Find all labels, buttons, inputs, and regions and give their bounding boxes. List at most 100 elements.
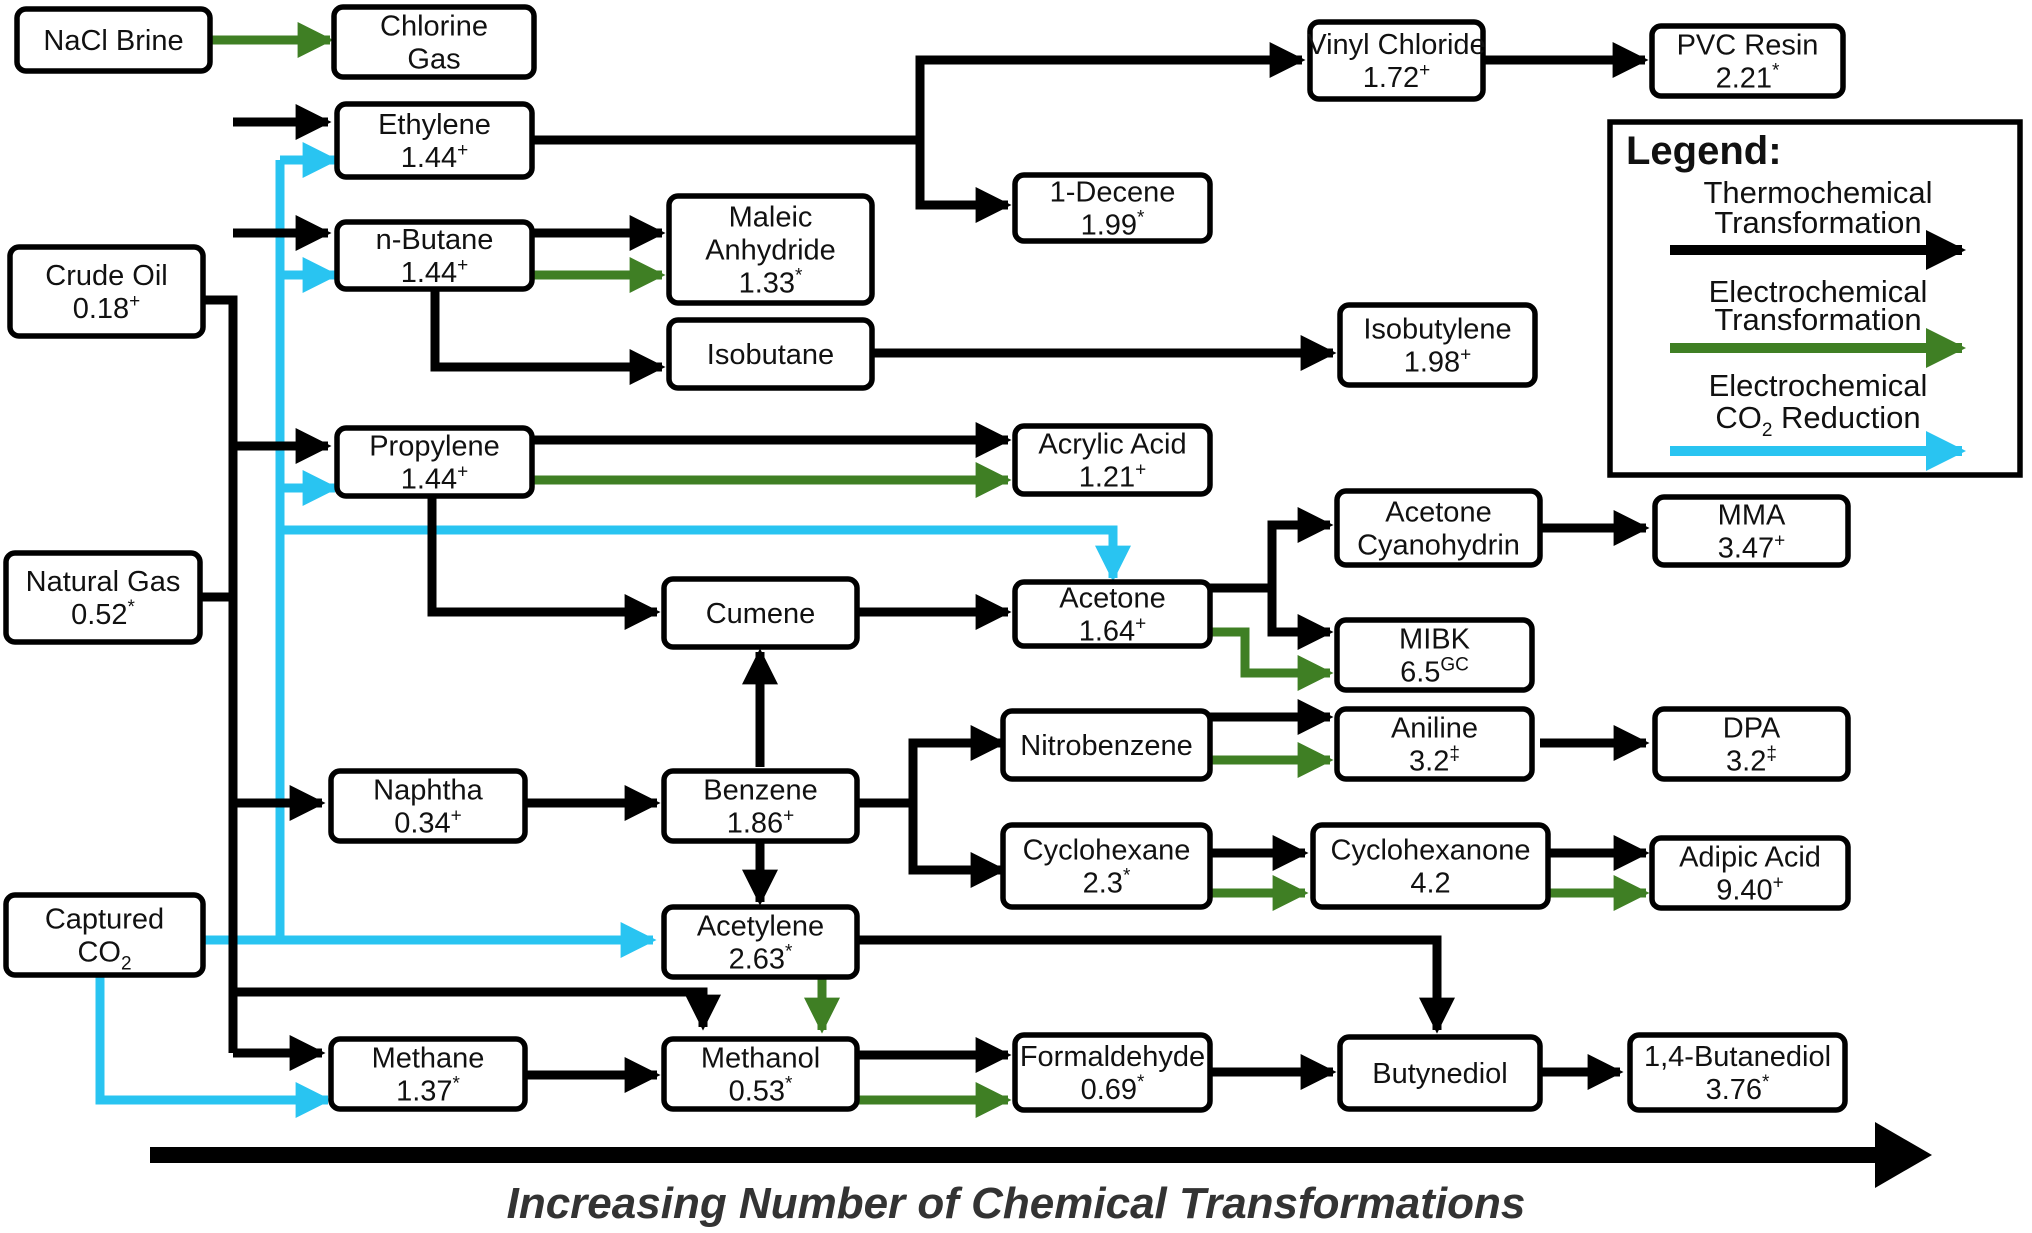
cumene-label: Cumene xyxy=(706,598,816,630)
benzene-value: 1.86+ xyxy=(727,806,795,840)
legend-electro-line2: Transformation xyxy=(1714,302,1921,337)
node-nacl-brine: NaCl Brine xyxy=(14,6,213,74)
propylene-value: 1.44+ xyxy=(401,462,469,496)
co2-to-methane-arrow xyxy=(95,975,332,1118)
node-box xyxy=(1307,19,1486,102)
transformation-axis: Increasing Number of Chemical Transforma… xyxy=(150,1122,1932,1228)
legend-thermo-line2: Transformation xyxy=(1714,205,1921,240)
pvc-resin-label: PVC Resin xyxy=(1677,30,1819,62)
natural-gas-value: 0.52* xyxy=(71,597,135,631)
node-box xyxy=(1649,835,1851,911)
legend-electro-line1: Electrochemical xyxy=(1709,274,1928,309)
propylene-value-mark: + xyxy=(457,462,468,483)
node-box xyxy=(1337,302,1538,388)
ethylene-value-mark: + xyxy=(457,140,468,161)
node-box xyxy=(1000,822,1213,910)
crude-oil-value-mark: + xyxy=(129,291,140,312)
captured-co2-subscript: 2 xyxy=(121,954,132,975)
butanediol-value: 3.76* xyxy=(1706,1072,1770,1106)
acrylic-acid-value: 1.21+ xyxy=(1079,460,1147,494)
captured-co2-label: Captured xyxy=(45,904,164,936)
decene-value-mark: * xyxy=(1137,208,1145,229)
axis-arrow-head xyxy=(1875,1122,1932,1188)
acetylene-value-mark: * xyxy=(785,942,793,963)
legend-co2-line2: CO2 Reduction xyxy=(1715,400,1920,441)
node-box xyxy=(334,219,535,292)
decene-value: 1.99* xyxy=(1081,208,1145,242)
co2-to-acetone-arrow xyxy=(280,525,1131,582)
nitrobenzene-label: Nitrobenzene xyxy=(1020,730,1193,762)
node-box xyxy=(7,244,206,339)
butynediol-label: Butynediol xyxy=(1372,1058,1507,1090)
adipic-acid-value-mark: + xyxy=(1773,873,1784,894)
formaldehyde-label: Formaldehyde xyxy=(1020,1041,1205,1073)
legend-box xyxy=(1607,119,2023,478)
acetone-label: Acetone xyxy=(1059,583,1165,615)
node-box xyxy=(1334,488,1543,568)
vinyl-chloride-label: Vinyl Chloride xyxy=(1307,29,1485,61)
acetone-value: 1.64+ xyxy=(1079,614,1147,648)
acrylic-acid-label: Acrylic Acid xyxy=(1038,429,1186,461)
ethylene-label: Ethylene xyxy=(378,109,491,141)
node-box xyxy=(661,1036,860,1112)
cyclohexane-value: 2.3* xyxy=(1083,866,1131,900)
cyclohexanone-label: Cyclohexanone xyxy=(1331,835,1531,867)
maleic-value-mark: * xyxy=(795,266,803,287)
acetylene-value: 2.63* xyxy=(729,942,793,976)
crude-oil-value: 0.18+ xyxy=(73,291,141,325)
node-box xyxy=(1012,172,1213,244)
methane-label: Methane xyxy=(372,1043,485,1075)
decene-label: 1-Decene xyxy=(1050,177,1176,209)
vinyl-chloride-value-mark: + xyxy=(1419,60,1430,81)
acetone-to-mibk-thermo-arrow xyxy=(1267,588,1334,650)
node-box xyxy=(1337,1034,1543,1112)
mma-value: 3.47+ xyxy=(1718,531,1786,565)
n-butane-label: n-Butane xyxy=(376,224,494,256)
methane-value-mark: * xyxy=(453,1074,461,1095)
node-box xyxy=(661,904,860,980)
mma-label: MMA xyxy=(1718,500,1786,532)
node-box xyxy=(14,6,213,74)
acetylene-to-butynediol-arrow xyxy=(857,935,1455,1034)
node-box xyxy=(661,768,860,844)
benzene-to-nitrobenzene-arrow xyxy=(857,725,1007,808)
thermochemical-arrows xyxy=(200,42,1650,1093)
n-butane-value-mark: + xyxy=(457,255,468,276)
acetylene-label: Acetylene xyxy=(697,911,824,943)
node-box xyxy=(3,550,203,645)
node-cumene: Cumene xyxy=(661,576,860,650)
maleic-label: Maleic xyxy=(729,202,813,234)
methanol-value: 0.53* xyxy=(729,1074,793,1108)
formaldehyde-value-mark: * xyxy=(1137,1072,1145,1093)
node-box xyxy=(1627,1032,1848,1113)
aniline-label: Aniline xyxy=(1391,713,1478,745)
acetone-to-mibk-arrow xyxy=(1210,627,1334,691)
node-box xyxy=(1649,23,1846,99)
ethylene-value: 1.44+ xyxy=(401,140,469,174)
butanediol-value-mark: * xyxy=(1762,1072,1770,1093)
acrylic-acid-value-mark: + xyxy=(1135,460,1146,481)
cyclohexanone-value: 4.2 xyxy=(1410,868,1450,900)
benzene-value-mark: + xyxy=(783,806,794,827)
isobutylene-value: 1.98+ xyxy=(1404,345,1472,379)
mibk-label: MIBK xyxy=(1399,624,1471,656)
node-isobutane: Isobutane xyxy=(666,317,875,391)
